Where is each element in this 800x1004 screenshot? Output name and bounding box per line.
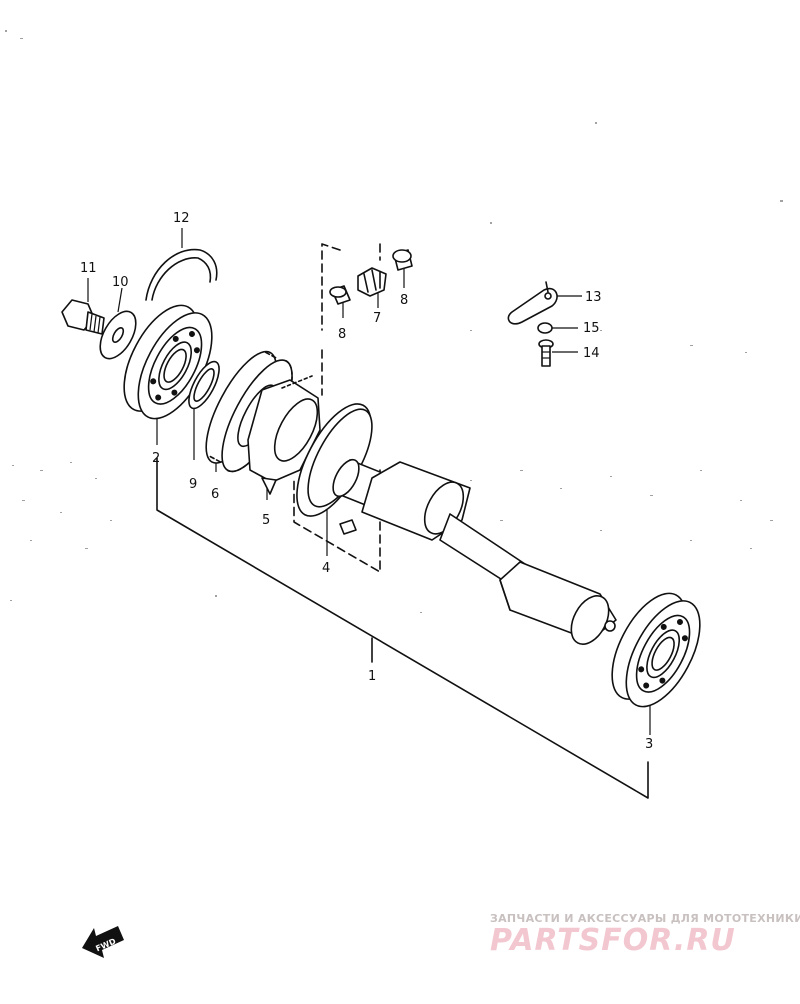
label-part-1: 1 (368, 669, 376, 684)
label-part-11: 11 (80, 261, 97, 276)
label-part-6: 6 (211, 487, 219, 502)
part-2-bearing (123, 304, 213, 420)
part-3-bearing (611, 592, 701, 708)
watermark-tagline: ЗАПЧАСТИ И АКСЕССУАРЫ ДЛЯ МОТОТЕХНИКИ (490, 912, 800, 925)
part-5-hub (247, 375, 321, 495)
assembly-bracket-1 (156, 457, 649, 799)
label-part-10: 10 (112, 275, 129, 290)
part-key (339, 519, 357, 535)
part-8-damper-left (329, 285, 351, 305)
leader-lines (87, 228, 651, 735)
watermark-brand: PARTSFOR.RU (490, 923, 736, 958)
label-part-2: 2 (152, 451, 160, 466)
label-part-8b: 8 (400, 293, 408, 308)
part-13-plate (507, 281, 558, 325)
label-part-15: 15 (583, 321, 600, 336)
part-4-flange (296, 403, 373, 517)
part-7-spring (357, 267, 387, 297)
part-8-damper-right (392, 249, 413, 271)
label-part-8a: 8 (338, 327, 346, 342)
part-15-washer (537, 322, 553, 334)
label-part-9: 9 (189, 477, 197, 492)
part-12-circlip (145, 248, 218, 301)
part-11-bolt (61, 299, 105, 335)
part-10-washer (99, 310, 137, 360)
fwd-arrow: FWD (82, 926, 124, 958)
label-part-4: 4 (322, 561, 330, 576)
label-part-13: 13 (585, 290, 602, 305)
label-part-5: 5 (262, 513, 270, 528)
assembly-bracket-gear-group (293, 243, 381, 573)
label-part-12: 12 (173, 211, 190, 226)
scan-noise (5, 30, 783, 613)
part-14-screw (538, 339, 554, 367)
label-part-3: 3 (645, 737, 653, 752)
part-1-balancer-shaft (332, 458, 617, 645)
part-9-ring (188, 360, 220, 410)
label-part-14: 14 (583, 346, 600, 361)
label-part-7: 7 (373, 311, 381, 326)
